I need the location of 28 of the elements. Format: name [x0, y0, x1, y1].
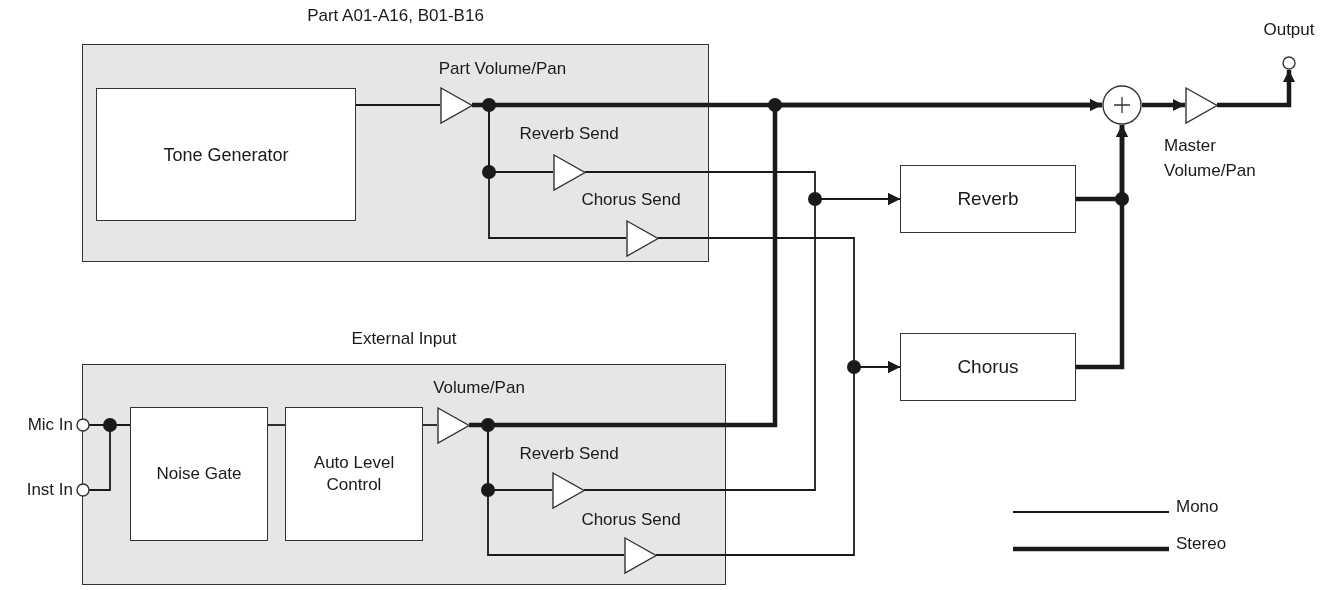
process-box: Chorus: [900, 333, 1076, 401]
arrow: [1142, 99, 1185, 111]
arrow: [583, 193, 901, 491]
signal-line: [422, 424, 438, 426]
legend-label: Stereo: [1176, 533, 1227, 555]
arrow: [655, 361, 901, 556]
process-box: Auto Level Control: [285, 407, 423, 541]
signal-line: [267, 424, 286, 426]
arrow: [1076, 125, 1128, 370]
signal-line: [355, 104, 441, 106]
group-title: External Input: [351, 328, 457, 350]
terminal-label: Inst In: [26, 479, 73, 501]
terminal-label: Output: [1262, 19, 1316, 41]
amplifier-label: Reverb Send: [518, 443, 620, 465]
amplifier-label: Chorus Send: [580, 189, 682, 211]
amplifier-label: Chorus Send: [580, 509, 682, 531]
legend-label: Mono: [1176, 496, 1219, 518]
amplifier-label: Master Volume/Pan: [1164, 135, 1257, 182]
process-box: Reverb: [900, 165, 1076, 233]
arrow: [1217, 70, 1295, 108]
amplifier-label: Part Volume/Pan: [437, 58, 568, 80]
terminal-label: Mic In: [27, 414, 73, 436]
process-box: Noise Gate: [130, 407, 268, 541]
amplifier-label: Reverb Send: [518, 123, 620, 145]
amplifier-label: Volume/Pan: [432, 377, 526, 399]
process-box: Tone Generator: [96, 88, 356, 221]
group-title: Part A01-A16, B01-B16: [307, 5, 484, 27]
arrow: [469, 99, 1102, 428]
